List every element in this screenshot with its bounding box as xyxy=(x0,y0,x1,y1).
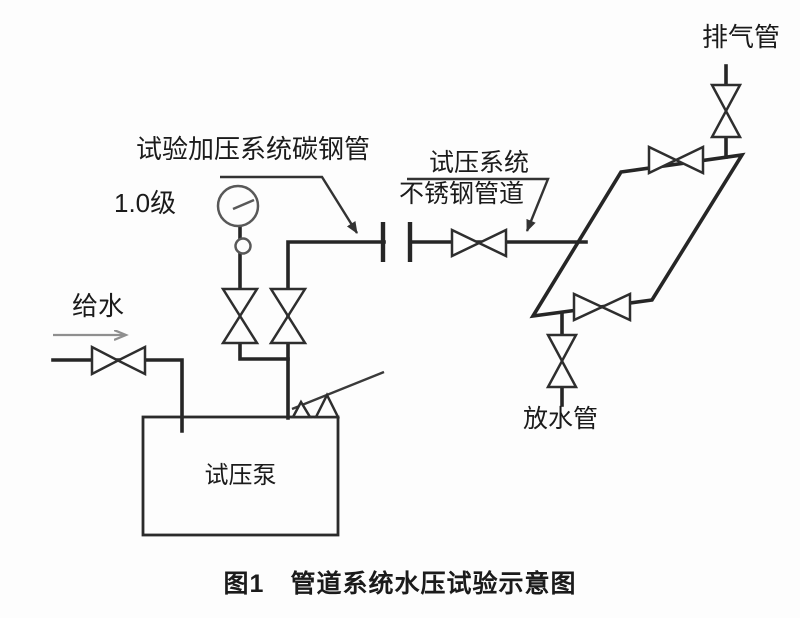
pump-discharge-valve-icon xyxy=(268,287,308,345)
main-isolation-valve-icon xyxy=(450,228,508,258)
flange-union-icon xyxy=(380,222,413,262)
figure-caption: 图1 管道系统水压试验示意图 xyxy=(223,570,577,598)
test-loop-pipe xyxy=(529,152,746,319)
test-system-label-line1: 试压系统 xyxy=(429,149,530,177)
leader-stainless xyxy=(407,177,550,232)
leader-carbon-steel xyxy=(220,175,359,234)
exhaust-pipe-label: 排气管 xyxy=(702,22,781,52)
loop-bottom-valve-icon xyxy=(572,292,632,322)
gauge-isolation-valve-icon xyxy=(220,287,260,345)
safety-relief-valve-icon xyxy=(290,370,385,419)
pressure-pump-label: 试压泵 xyxy=(204,461,277,489)
loop-top-valve-icon xyxy=(647,145,705,175)
water-supply-label: 给水 xyxy=(72,291,125,321)
water-supply-valve-icon xyxy=(90,344,147,377)
gauge-stem-pipe xyxy=(238,224,290,361)
drain-valve-icon xyxy=(545,333,579,389)
pump-box xyxy=(141,415,340,537)
test-system-label-line2: 不锈钢管道 xyxy=(399,180,525,208)
pump-riser-pipe xyxy=(286,240,386,420)
pressure-gauge-icon xyxy=(216,184,260,255)
gauge-grade-label: 1.0级 xyxy=(114,188,177,218)
drain-pipe-label: 放水管 xyxy=(523,405,599,433)
carbon-steel-pipe-label: 试验加压系统碳钢管 xyxy=(136,134,371,164)
exhaust-valve-icon xyxy=(709,83,743,139)
